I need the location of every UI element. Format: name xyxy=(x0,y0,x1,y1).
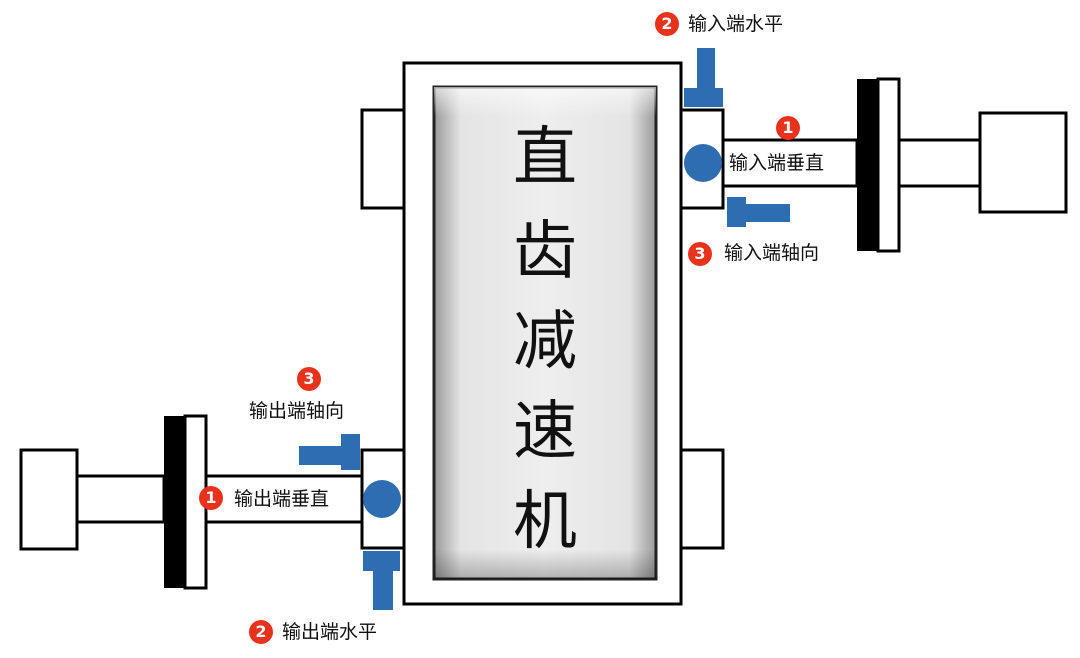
input-vertical-sensor xyxy=(684,144,722,182)
title-char-2: 齿 xyxy=(513,215,577,289)
input-horizontal-sensor xyxy=(684,48,723,107)
output-axial-sensor xyxy=(299,434,360,470)
input-horizontal-label: 输入端水平 xyxy=(688,13,784,35)
title-char-1: 直 xyxy=(513,121,577,195)
load-shaft xyxy=(75,474,166,524)
title-char-4: 速 xyxy=(513,395,577,469)
load-body xyxy=(19,448,79,551)
input-horizontal-badge: 2 xyxy=(655,12,679,36)
output-horizontal-badge: 2 xyxy=(249,620,273,644)
output-vertical-sensor xyxy=(363,480,401,518)
motor-shaft xyxy=(897,138,982,188)
output-axial-badge: 3 xyxy=(297,367,321,391)
output-vertical-label: 输出端垂直 xyxy=(234,488,330,510)
input-vertical-badge: 1 xyxy=(776,116,800,140)
output-coupling-black xyxy=(164,416,185,588)
output-axial-label: 输出端轴向 xyxy=(249,400,345,422)
input-coupling-white xyxy=(876,77,901,253)
output-horizontal-sensor xyxy=(363,551,400,610)
title-char-5: 机 xyxy=(513,485,577,559)
input-coupling-black xyxy=(857,79,878,251)
input-shaft xyxy=(721,138,859,188)
input-axial-badge: 3 xyxy=(688,242,712,266)
title-char-3: 减 xyxy=(513,305,577,379)
input-vertical-label: 输入端垂直 xyxy=(729,152,825,174)
mount-foot-top-left xyxy=(360,108,406,210)
input-axial-label: 输入端轴向 xyxy=(724,242,820,264)
motor-body xyxy=(978,111,1068,214)
output-shaft xyxy=(204,474,364,524)
mount-foot-bottom-right xyxy=(679,448,725,550)
output-horizontal-label: 输出端水平 xyxy=(282,621,378,643)
output-vertical-badge: 1 xyxy=(199,486,223,510)
input-axial-sensor xyxy=(727,197,790,227)
